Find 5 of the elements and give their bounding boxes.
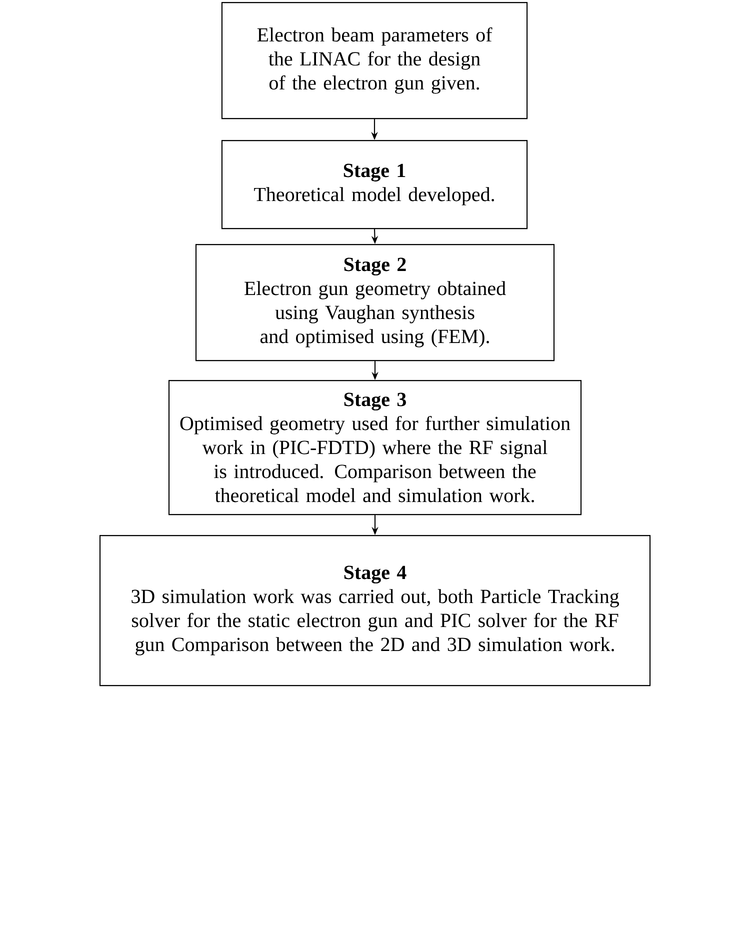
- process-box: Stage 1 Theoretical model developed.: [221, 140, 528, 230]
- process-box: Stage 4 3D simulation work was carried out, both Particle Tracking solver for the static electron gun and PIC solver for the RF gun Comparison between the 2D and 3D simulation work.: [99, 535, 651, 686]
- process-box: Stage 2 Electron gun geometry obtained using Vaughan synthesis and optimised using (FEM).: [195, 244, 555, 362]
- process-box: Electron beam parameters of the LINAC for the design of the electron gun given.: [221, 2, 528, 120]
- process-box: Stage 3 Optimised geometry used for further simulation work in (PIC-FDTD) where the RF signal is introduced. Comparison between the theoretical model and simulation work.: [168, 380, 582, 516]
